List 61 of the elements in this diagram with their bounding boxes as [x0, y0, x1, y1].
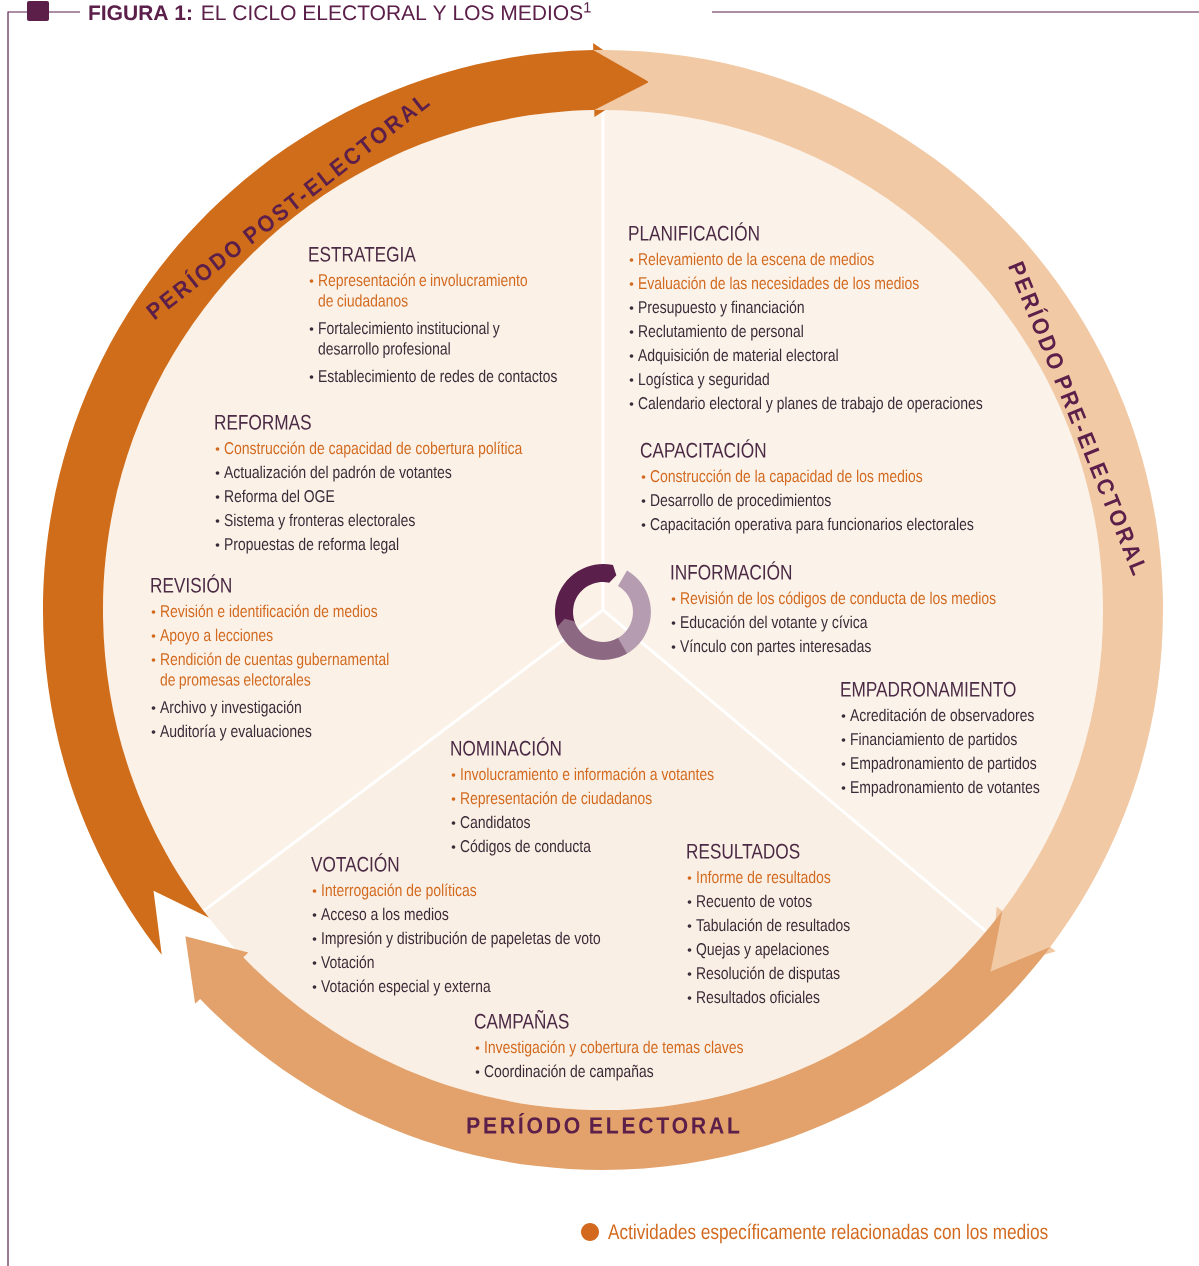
activity-heading: CAPACITACIÓN [640, 439, 766, 458]
list-item: Educación del votante y cívica [671, 615, 868, 632]
list-item: Archivo y investigación [151, 700, 301, 717]
list-item: Involucramiento e información a votantes [451, 767, 714, 781]
list-item: Resolución de disputas [687, 966, 840, 983]
list-item: Coordinación de campañas [475, 1064, 654, 1081]
list-item: Candidatos [451, 815, 530, 829]
list-item: Rendición de cuentas gubernamental de promesas electorales [151, 652, 389, 690]
list-item: Construcción de capacidad de cobertura política [215, 441, 523, 458]
list-item: Apoyo a lecciones [151, 628, 273, 645]
list-item: Investigación y cobertura de temas claves [475, 1040, 744, 1057]
list-item: Reclutamiento de personal [629, 324, 803, 341]
list-item: Acceso a los medios [312, 907, 449, 921]
activity-heading: RESULTADOS [687, 843, 800, 859]
list-item: Relevamiento de la escena de medios [629, 252, 874, 266]
list-item: Votación especial y externa [312, 979, 491, 996]
activity-heading: ESTRATEGIA [309, 246, 416, 262]
list-item: Auditoría y evaluaciones [151, 724, 312, 741]
period-label: PERÍODO ELECTORAL [467, 1113, 740, 1134]
list-item: Logística y seguridad [629, 372, 769, 389]
list-item: Actualización del padrón de votantes [215, 465, 452, 482]
list-item: Representación de ciudadanos [451, 791, 652, 808]
list-item: Evaluación de las necesidades de los medios [629, 276, 919, 290]
list-item: Construcción de la capacidad de los medios [641, 469, 923, 486]
activity-heading: INFORMACIÓN [671, 561, 792, 580]
activity-heading: CAMPAÑAS [474, 1010, 569, 1029]
list-item: Tabulación de resultados [687, 918, 850, 932]
activity-heading: VOTACIÓN [311, 853, 399, 872]
activity-heading: EMPADRONAMIENTO [841, 681, 1016, 697]
activity-heading: PLANIFICACIÓN [629, 222, 759, 241]
activity-heading: REFORMAS [215, 414, 311, 430]
list-item: Capacitación operativa para funcionarios electorales [641, 517, 974, 534]
list-item: Impresión y distribución de papeletas de voto [312, 931, 601, 948]
list-item: Sistema y fronteras electorales [215, 513, 415, 530]
activity-heading: REVISIÓN [151, 574, 231, 593]
list-item: Calendario electoral y planes de trabajo de operaciones [629, 396, 983, 413]
list-item: Vínculo con partes interesadas [671, 639, 871, 656]
list-item: Recuento de votos [687, 894, 812, 908]
list-item: Establecimiento de redes de contactos [309, 369, 557, 383]
list-item: Resultados oficiales [687, 990, 820, 1004]
list-item: Financiamiento de partidos [841, 732, 1017, 749]
list-item: Revisión de los códigos de conducta de los medios [671, 591, 996, 608]
list-item: Informe de resultados [687, 870, 831, 884]
list-item: Quejas y apelaciones [687, 942, 829, 959]
list-item: Revisión e identificación de medios [151, 604, 378, 618]
list-item: Fortalecimiento institucional y desarrollo profesional [309, 321, 500, 359]
list-item: Votación [312, 955, 374, 969]
legend-text: Actividades específicamente relacionadas con los medios [608, 1223, 1048, 1244]
list-item: Acreditación de observadores [841, 708, 1034, 722]
list-item: Representación e involucramiento de ciudadanos [309, 273, 528, 307]
list-item: Códigos de conducta [451, 839, 591, 856]
list-item: Reforma del OGE [215, 489, 335, 503]
list-item: Adquisición de material electoral [629, 348, 838, 365]
list-item: Desarrollo de procedimientos [641, 493, 831, 510]
activity-heading: NOMINACIÓN [451, 737, 561, 756]
list-item: Empadronamiento de partidos [841, 756, 1037, 773]
list-item: Presupuesto y financiación [629, 300, 804, 317]
list-item: Propuestas de reforma legal [215, 537, 399, 554]
figure-title: FIGURA 1: EL CICLO ELECTORAL Y LOS MEDIOS$^{1}$ [89, 2, 591, 21]
list-item: Empadronamiento de votantes [841, 780, 1040, 797]
list-item: Interrogación de políticas [312, 883, 477, 900]
